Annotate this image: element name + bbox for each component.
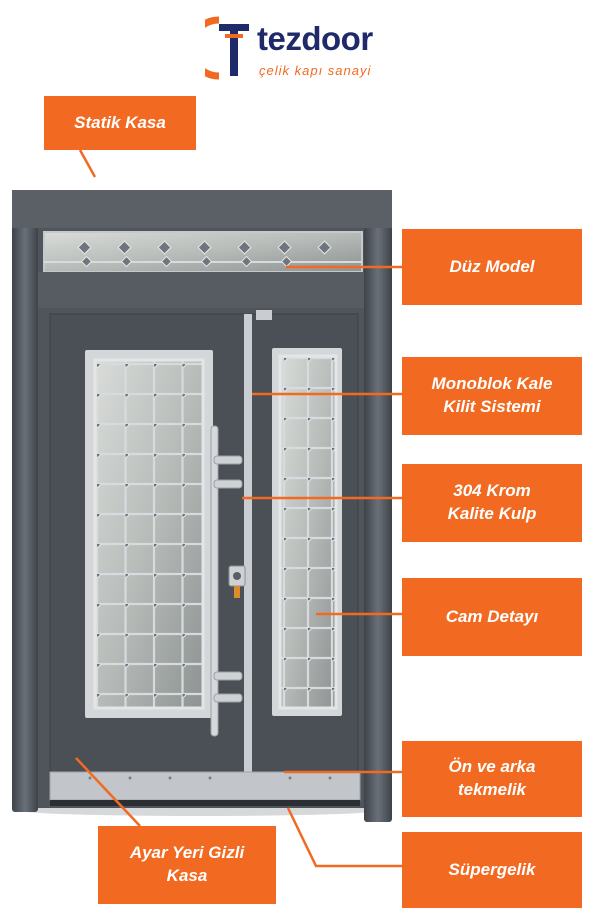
label-supergelik-text: Süpergelik bbox=[448, 859, 536, 879]
brand-name: tezdoor bbox=[257, 20, 373, 57]
label-tekmelik: Ön ve arka tekmelik bbox=[402, 741, 582, 817]
label-cam-detayi-text: Cam Detayı bbox=[445, 606, 539, 626]
label-krom-line1: 304 Krom bbox=[453, 481, 531, 501]
label-statik-kasa: Statik Kasa bbox=[44, 96, 196, 150]
label-duz-model: Düz Model bbox=[402, 229, 582, 305]
side-door-leaf bbox=[247, 313, 359, 795]
logo-mark-icon bbox=[205, 16, 249, 80]
label-monoblok-kale: Monoblok Kale Kilit Sistemi bbox=[402, 357, 582, 435]
monoblok-lock-bar bbox=[244, 314, 252, 804]
label-tekmelik-line1: Ön ve arka bbox=[448, 757, 536, 777]
brand-logo: tezdoor çelik kapı sanayi bbox=[205, 14, 405, 84]
chrome-handle bbox=[210, 425, 243, 737]
brand-tagline: çelik kapı sanayi bbox=[259, 63, 372, 78]
lock-cylinder-icon bbox=[228, 565, 246, 598]
main-door-leaf bbox=[49, 313, 247, 795]
label-krom-line2: Kalite Kulp bbox=[447, 504, 537, 523]
label-statik-kasa-text: Statik Kasa bbox=[74, 112, 166, 132]
label-krom-kulp: 304 Krom Kalite Kulp bbox=[402, 464, 582, 542]
lock-top-cap bbox=[256, 310, 272, 320]
label-duz-model-text: Düz Model bbox=[449, 256, 535, 276]
label-tekmelik-line2: tekmelik bbox=[457, 780, 527, 799]
transom-window bbox=[38, 231, 364, 308]
label-monoblok-line1: Monoblok Kale bbox=[431, 374, 553, 394]
label-cam-detayi: Cam Detayı bbox=[402, 578, 582, 656]
label-ayar-line2: Kasa bbox=[166, 866, 208, 885]
leader-lines bbox=[75, 149, 402, 868]
label-ayar-line1: Ayar Yeri Gizli bbox=[129, 843, 245, 863]
label-monoblok-line2: Kilit Sistemi bbox=[443, 397, 541, 416]
label-supergelik: Süpergelik bbox=[402, 832, 582, 908]
kick-plate bbox=[49, 771, 361, 806]
label-ayar-yeri: Ayar Yeri Gizli Kasa bbox=[98, 826, 276, 904]
